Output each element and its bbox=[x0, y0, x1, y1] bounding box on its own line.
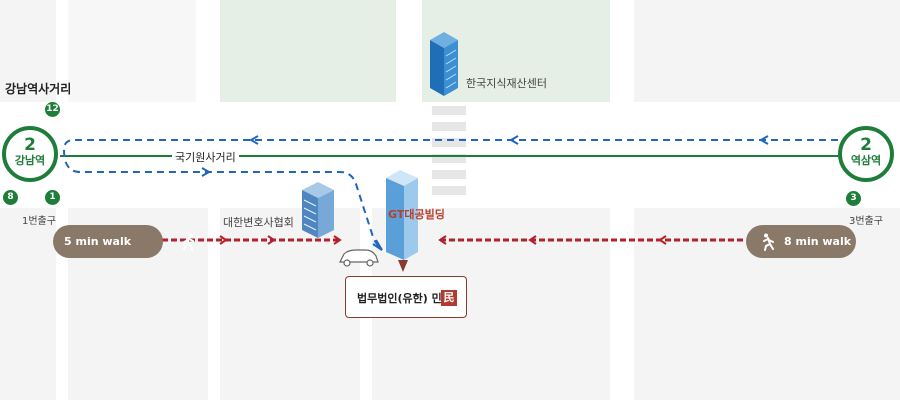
city-block bbox=[68, 0, 196, 102]
exit-8-badge: 8 bbox=[3, 190, 18, 205]
kipo-center-label: 한국지식재산센터 bbox=[466, 77, 547, 90]
yeoksam-station-marker: 2 역삼역 bbox=[838, 126, 894, 182]
station-name: 강남역 bbox=[14, 154, 46, 167]
city-block bbox=[0, 208, 56, 400]
exit-1-label: 1번출구 bbox=[22, 216, 56, 227]
route-arrows bbox=[201, 135, 769, 251]
exit-3-label: 3번출구 bbox=[849, 216, 883, 227]
line-number: 2 bbox=[860, 135, 872, 155]
law-firm-logo-icon: 民 bbox=[441, 290, 457, 306]
crosswalk bbox=[432, 106, 466, 195]
walk-time-text: 8 min walk bbox=[784, 235, 852, 248]
park-block bbox=[220, 0, 396, 102]
city-block bbox=[634, 0, 900, 102]
walking-person-icon bbox=[763, 233, 774, 251]
law-firm-name: 법무법인(유한) 민 bbox=[357, 292, 442, 305]
walk-arrows bbox=[219, 235, 667, 245]
exit-1-badge: 1 bbox=[45, 190, 60, 205]
gt-building-icon bbox=[386, 170, 418, 272]
bar-association-label: 대한변호사협회 bbox=[223, 216, 294, 229]
gukgiwon-intersection-label: 국기원사거리 bbox=[172, 149, 239, 165]
line-number: 2 bbox=[24, 135, 36, 155]
walk-badge-right: 8 min walk bbox=[746, 225, 856, 258]
car-icon bbox=[339, 249, 379, 267]
gangnam-intersection-label: 강남역사거리 bbox=[5, 82, 72, 96]
exit-3-badge: 3 bbox=[846, 191, 861, 206]
station-name: 역삼역 bbox=[850, 154, 882, 167]
walking-person-icon bbox=[183, 233, 194, 251]
car-route-line bbox=[62, 139, 838, 249]
city-block bbox=[0, 0, 56, 102]
bar-association-building-icon bbox=[302, 182, 334, 238]
walk-time-text: 5 min walk bbox=[64, 235, 132, 248]
law-firm-callout: 법무법인(유한) 민 民 bbox=[345, 276, 467, 318]
walk-badge-left: 5 min walk bbox=[53, 225, 194, 258]
kipo-center-building-icon bbox=[430, 32, 458, 96]
city-block bbox=[220, 208, 360, 400]
gangnam-station-marker: 2 강남역 bbox=[2, 126, 58, 182]
gt-building-label: GT대공빌딩 bbox=[388, 208, 445, 221]
exit-12-badge: 12 bbox=[45, 102, 60, 117]
